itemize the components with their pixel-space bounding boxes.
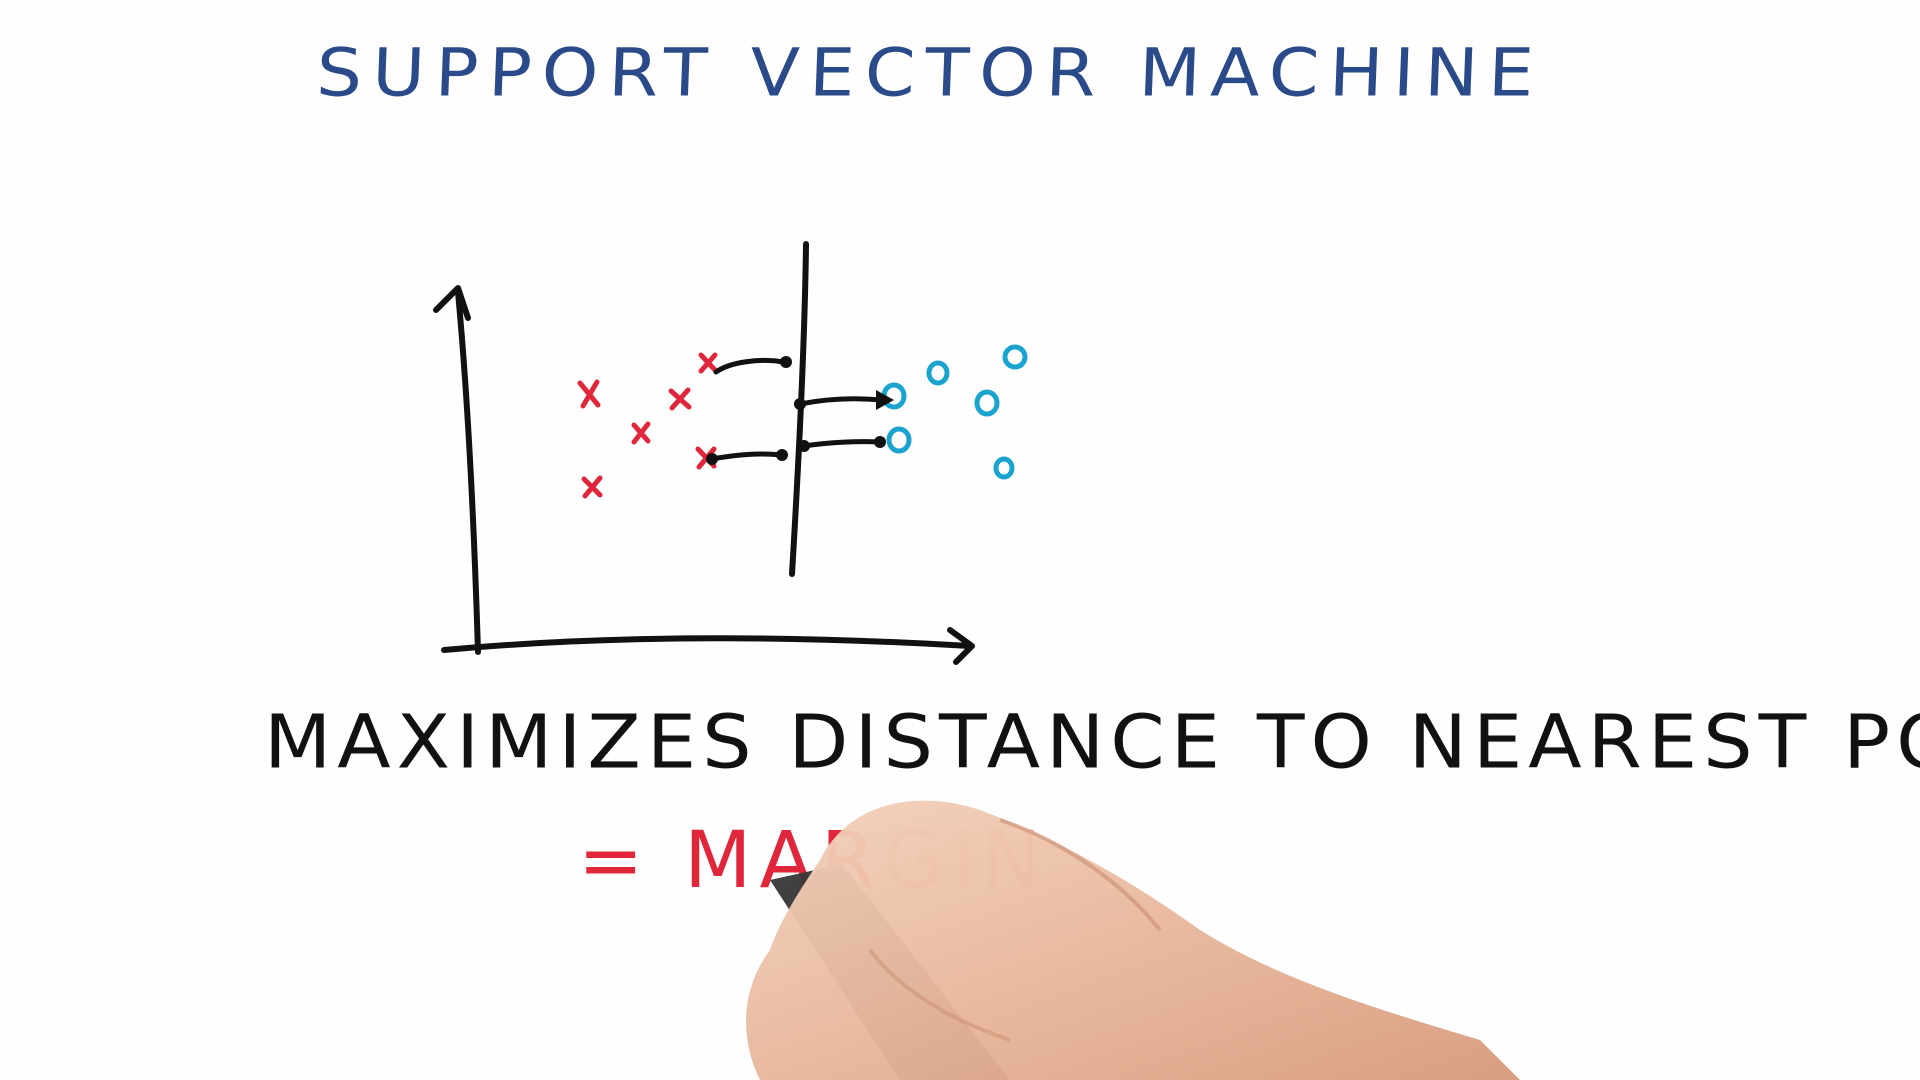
class-o-marker — [886, 426, 912, 454]
decision-boundary — [789, 241, 809, 577]
y-axis — [455, 289, 481, 655]
class-x-marker — [631, 421, 651, 445]
margin-partial: GIN — [883, 816, 1049, 906]
class-o-marker — [926, 360, 950, 386]
class-o-marker — [1002, 344, 1028, 370]
margin-line — [797, 396, 885, 407]
caption-text: MAXIMIZES DISTANCE TO NEAREST POINT — [264, 700, 1920, 786]
class-x-marker — [668, 387, 692, 411]
class-o-marker — [993, 456, 1015, 480]
class-o-marker — [974, 389, 1000, 417]
x-axis — [441, 635, 973, 653]
equals-sign: = — [578, 816, 652, 906]
margin-line — [709, 451, 785, 462]
margin-line — [713, 357, 787, 375]
margin-label: = MARGIN — [578, 816, 1049, 906]
margin-line — [801, 439, 883, 449]
class-x-marker — [698, 352, 718, 374]
y-axis-arrowhead — [433, 285, 471, 321]
class-x-marker — [581, 475, 603, 499]
class-x-marker — [577, 379, 601, 409]
x-axis-arrowhead — [947, 627, 975, 665]
margin-written: MAR — [684, 816, 884, 906]
